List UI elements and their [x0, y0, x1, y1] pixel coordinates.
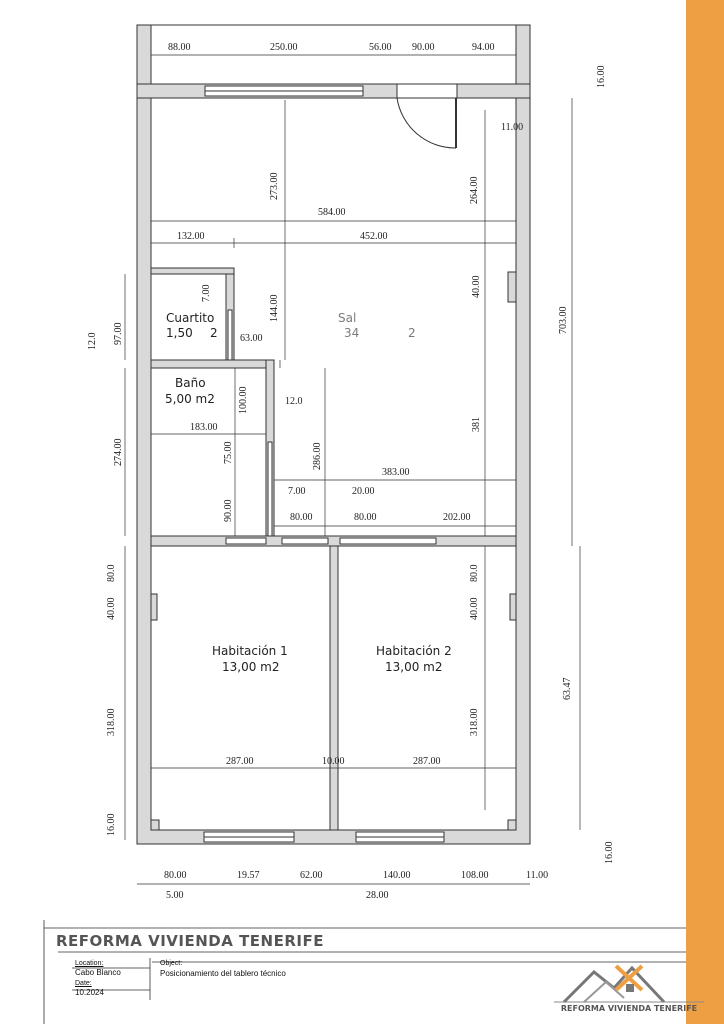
wall-bano-top	[150, 359, 275, 369]
dim-202: 202.00	[443, 512, 471, 523]
dim-452: 452.00	[360, 231, 388, 242]
dimension-labels: 88.00 250.00 56.00 90.00 94.00 16.00 11.…	[87, 42, 615, 901]
dim-63: 63.00	[240, 333, 263, 344]
dim-90: 90.00	[223, 500, 234, 523]
dim-10: 10.00	[322, 756, 345, 767]
room-salon-area: 34	[344, 326, 359, 340]
dim-80-a: 80.00	[290, 512, 313, 523]
pillar-r1	[507, 271, 517, 303]
room-salon-name: Sal	[338, 311, 356, 325]
dim-584: 584.00	[318, 207, 346, 218]
dim-bottom-5: 108.00	[461, 870, 489, 881]
room-hab1-name: Habitación 1	[212, 644, 288, 658]
dim-right-16: 16.00	[596, 66, 607, 89]
dim-318-right: 318.00	[469, 709, 480, 737]
door-hab2	[339, 537, 437, 545]
dim-287-b: 287.00	[413, 756, 441, 767]
dim-11-bottom: 11.00	[526, 870, 548, 881]
dim-264: 264.00	[469, 177, 480, 205]
dim-7-mid: 7.00	[288, 486, 306, 497]
dim-28: 28.00	[366, 890, 389, 901]
dim-318-left: 318.00	[106, 709, 117, 737]
dim-273: 273.00	[269, 173, 280, 201]
dim-20: 20.00	[352, 486, 375, 497]
wall-cuartito-top	[150, 267, 235, 275]
door-hab1	[225, 537, 267, 545]
dim-63-47: 63.47	[562, 678, 573, 701]
doors	[225, 83, 458, 545]
dim-381: 381	[471, 417, 482, 432]
room-bano-name: Baño	[175, 376, 206, 390]
logo-text: REFORMA VIVIENDA TENERIFE	[560, 1004, 698, 1013]
company-title: REFORMA VIVIENDA TENERIFE	[56, 932, 324, 950]
wall-hab-divider	[329, 545, 339, 831]
dim-top-4: 90.00	[412, 42, 435, 53]
object-label: Object:	[160, 960, 183, 967]
dim-97: 97.00	[113, 323, 124, 346]
corner-l	[150, 819, 160, 831]
dimension-lines	[124, 54, 581, 885]
dim-75: 75.00	[223, 442, 234, 465]
dim-40-right2: 40.00	[469, 598, 480, 621]
dim-80-b: 80.00	[354, 512, 377, 523]
dim-7-left: 7.00	[201, 285, 212, 303]
dim-bottom-4: 140.00	[383, 870, 411, 881]
dim-40-left2: 40.00	[106, 598, 117, 621]
dim-100: 100.00	[238, 387, 249, 415]
dim-top-3: 56.00	[369, 42, 392, 53]
entry-door	[396, 83, 458, 99]
room-cuartito-area-suffix: 2	[210, 326, 218, 340]
object-value: Posicionamiento del tablero técnico	[160, 969, 286, 978]
dim-703: 703.00	[558, 307, 569, 335]
door-bano	[267, 441, 273, 537]
room-labels: Sal 34 2 Cuartito 1,50 2 Baño 5,00 m2 Ha…	[165, 311, 452, 674]
pillar-r2	[509, 593, 517, 621]
dim-383: 383.00	[382, 467, 410, 478]
pillar-l1	[150, 593, 158, 621]
room-cuartito-area: 1,50	[166, 326, 193, 340]
house-logo-icon	[554, 964, 704, 1004]
dim-12-left: 12.0	[87, 333, 98, 351]
room-bano-area: 5,00 m2	[165, 392, 215, 406]
dim-274: 274.00	[113, 439, 124, 467]
dim-bottom-2: 19.57	[237, 870, 260, 881]
room-cuartito-name: Cuartito	[166, 311, 214, 325]
dim-40-right: 40.00	[471, 276, 482, 299]
dim-11-top: 11.00	[501, 122, 523, 133]
door-cuartito	[227, 309, 233, 361]
dim-80-right: 80.0	[469, 565, 480, 583]
title-block-lines	[43, 920, 700, 1024]
dim-12-bano: 12.0	[285, 396, 303, 407]
dim-16-left: 16.00	[106, 814, 117, 837]
wall-salon-bottom	[150, 535, 517, 547]
company-logo: REFORMA VIVIENDA TENERIFE	[554, 958, 704, 1018]
dim-132: 132.00	[177, 231, 205, 242]
dim-144: 144.00	[269, 295, 280, 323]
dim-top-1: 88.00	[168, 42, 191, 53]
room-hab2-area: 13,00 m2	[385, 660, 443, 674]
room-hab2-name: Habitación 2	[376, 644, 452, 658]
corner-r	[507, 819, 517, 831]
dim-bottom-1: 80.00	[164, 870, 187, 881]
accent-sidebar	[686, 0, 724, 1024]
dim-287-a: 287.00	[226, 756, 254, 767]
room-hab1-area: 13,00 m2	[222, 660, 280, 674]
door-hab1b	[281, 537, 329, 545]
dim-16-right: 16.00	[604, 842, 615, 865]
windows	[203, 85, 445, 843]
location-label: Location:	[75, 960, 104, 967]
dim-183: 183.00	[190, 422, 218, 433]
dim-top-2: 250.00	[270, 42, 298, 53]
date-value: 10.2024	[75, 988, 104, 997]
dim-5: 5.00	[166, 890, 184, 901]
date-label: Date:	[75, 980, 92, 987]
dim-80-left: 80.0	[106, 565, 117, 583]
room-salon-area-suffix: 2	[408, 326, 416, 340]
dim-bottom-3: 62.00	[300, 870, 323, 881]
title-block: REFORMA VIVIENDA TENERIFE Location: Cabo…	[44, 920, 710, 1024]
dim-top-5: 94.00	[472, 42, 495, 53]
location-value: Cabo Blanco	[75, 968, 121, 977]
dim-286: 286.00	[312, 443, 323, 471]
